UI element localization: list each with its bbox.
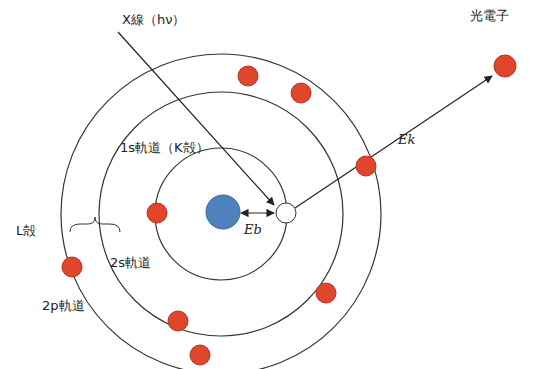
orbit-label: 2s軌道	[110, 255, 151, 271]
hole	[276, 203, 296, 223]
shell-label: L殻	[16, 223, 36, 239]
orbit-label: 2p軌道	[42, 298, 85, 314]
xray-label: X線（hν）	[122, 12, 185, 28]
kinetic-energy-label: Ek	[398, 132, 415, 148]
1s-orbit	[155, 148, 287, 280]
binding-energy-arrow	[241, 212, 274, 213]
photoelectron-label: 光電子	[470, 8, 509, 24]
orbit-label: 1s軌道（K殻）	[120, 140, 209, 156]
xray-arrow	[118, 32, 274, 205]
nucleus	[206, 195, 240, 229]
photoelectron-path	[295, 76, 492, 208]
2p-orbit	[61, 54, 381, 369]
electrons	[62, 55, 516, 365]
shell-bracket	[70, 217, 120, 232]
2s-orbit	[99, 92, 343, 336]
binding-energy-label: Eb	[244, 222, 262, 238]
